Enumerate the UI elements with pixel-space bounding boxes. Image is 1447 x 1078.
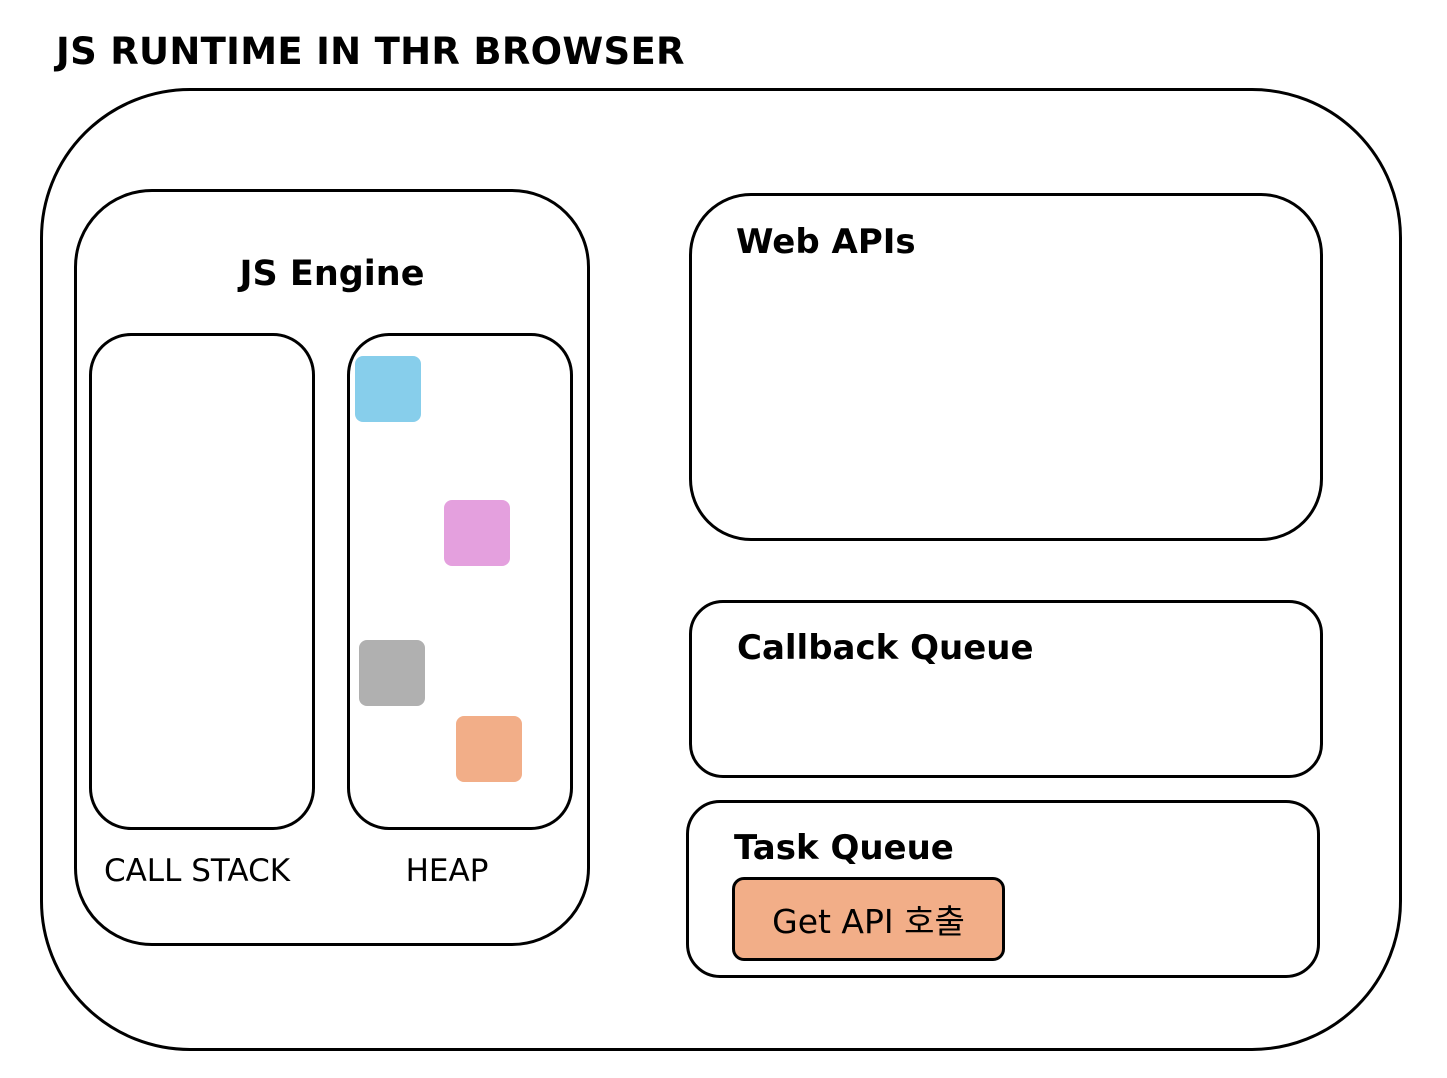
- js-engine-container: [74, 189, 590, 946]
- heap-object-blue: [355, 356, 421, 422]
- web-apis-box: [689, 193, 1323, 541]
- call-stack-box: [89, 333, 315, 830]
- browser-runtime-container: [40, 88, 1402, 1051]
- task-queue-item: Get API 호출: [732, 877, 1005, 961]
- task-queue-title: Task Queue: [734, 828, 954, 868]
- callback-queue-title: Callback Queue: [737, 628, 1034, 668]
- js-engine-title: JS Engine: [239, 254, 425, 294]
- page-title: JS RUNTIME IN THR BROWSER: [56, 30, 685, 73]
- heap-box: [347, 333, 573, 830]
- heap-object-pink: [444, 500, 510, 566]
- heap-label: HEAP: [405, 853, 489, 889]
- heap-object-gray: [359, 640, 425, 706]
- task-queue-box: [686, 800, 1320, 978]
- callback-queue-box: [689, 600, 1323, 778]
- web-apis-title: Web APIs: [736, 222, 916, 262]
- call-stack-label: CALL STACK: [103, 853, 291, 889]
- heap-object-orange: [456, 716, 522, 782]
